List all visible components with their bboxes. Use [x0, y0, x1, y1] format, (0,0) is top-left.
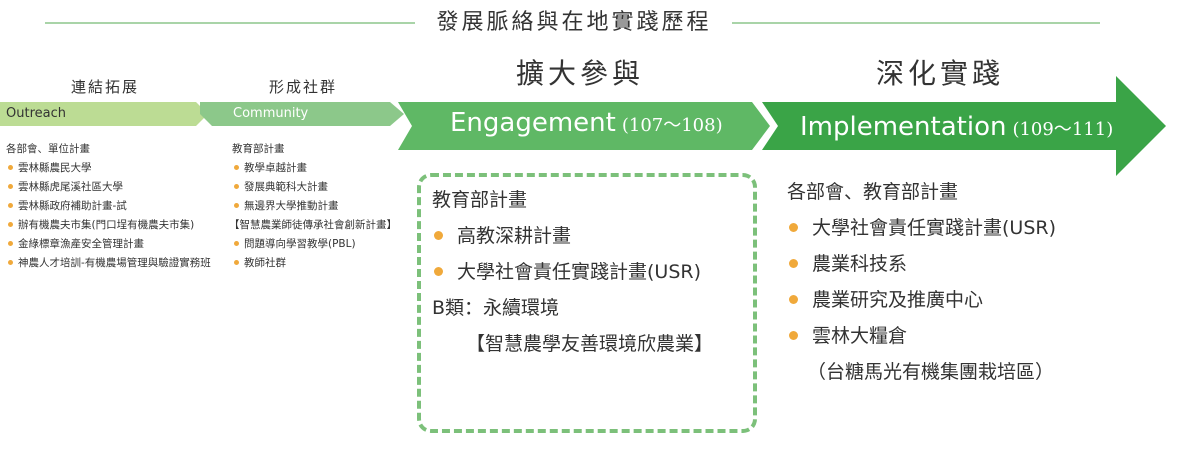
stage-label-community: 形成社群	[268, 78, 337, 96]
list-item: 問題導向學習教學(PBL)	[232, 235, 397, 254]
bullet-icon	[8, 203, 13, 208]
band-label-outreach: Outreach	[6, 106, 66, 121]
list-item: 高教深耕計畫	[432, 218, 713, 254]
engagement-list: 教育部計畫 高教深耕計畫 大學社會責任實踐計畫(USR) B類：永續環境 【智慧…	[432, 182, 713, 362]
engagement-box	[417, 173, 757, 433]
segment-engagement	[398, 102, 770, 150]
bullet-icon	[434, 230, 443, 240]
bullet-icon	[789, 330, 798, 340]
bullet-icon	[8, 241, 13, 246]
bullet-icon	[234, 203, 239, 208]
community-heading: 教育部計畫	[232, 143, 285, 155]
stage-label-outreach: 連結拓展	[70, 78, 139, 96]
bullet-icon	[234, 260, 239, 265]
list-item: 發展典範科大計畫	[232, 178, 397, 197]
implementation-note: （台糖馬光有機集團栽培區）	[807, 361, 1055, 383]
implementation-range: (109～111)	[1012, 119, 1114, 140]
segment-implementation	[762, 76, 1166, 176]
implementation-heading: 各部會、教育部計畫	[787, 181, 959, 203]
list-item: 金綠標章漁產安全管理計畫	[6, 235, 211, 254]
title-rule-left	[45, 22, 415, 24]
bullet-icon	[8, 165, 13, 170]
community-list: 教育部計畫 教學卓越計畫 發展典範科大計畫 無邊界大學推動計畫 【智慧農業師徒傳…	[229, 140, 397, 273]
bullet-icon	[434, 266, 443, 276]
engagement-en: Engagement	[450, 108, 616, 138]
segment-community	[200, 102, 404, 126]
segment-outreach	[0, 102, 208, 126]
bullet-icon	[234, 184, 239, 189]
stage-label-engagement: 擴大參與	[515, 57, 644, 90]
bullet-icon	[234, 165, 239, 170]
list-item: 無邊界大學推動計畫	[232, 197, 397, 216]
outreach-list: 各部會、單位計畫 雲林縣農民大學 雲林縣虎尾溪社區大學 雲林縣政府補助計畫-試 …	[6, 140, 211, 273]
list-item: 雲林縣虎尾溪社區大學	[6, 178, 211, 197]
list-item: 神農人才培訓-有機農場管理與驗證實務班	[6, 254, 211, 273]
list-item: 大學社會責任實踐計畫(USR)	[432, 254, 713, 290]
bullet-icon	[789, 294, 798, 304]
title-rule-right	[732, 22, 1100, 24]
list-item: 雲林大糧倉	[787, 318, 1056, 354]
list-item: 大學社會責任實踐計畫(USR)	[787, 210, 1056, 246]
engagement-category: B類：永續環境	[432, 297, 560, 319]
band-label-community: Community	[233, 106, 309, 121]
implementation-list: 各部會、教育部計畫 大學社會責任實踐計畫(USR) 農業科技系 農業研究及推廣中…	[787, 174, 1056, 390]
list-item: 農業科技系	[787, 246, 1056, 282]
bullet-icon	[789, 222, 798, 232]
engagement-heading: 教育部計畫	[432, 189, 528, 211]
engagement-bracket-title: 【智慧農學友善環境欣農業】	[466, 333, 714, 355]
list-item: 農業研究及推廣中心	[787, 282, 1056, 318]
progress-arrow-band	[0, 76, 1166, 176]
engagement-range: (107～108)	[621, 115, 723, 136]
list-item: 雲林縣政府補助計畫-試	[6, 197, 211, 216]
bullet-icon	[8, 184, 13, 189]
list-item: 教師社群	[232, 254, 397, 273]
band-label-engagement: Engagement(107～108)	[450, 108, 723, 138]
implementation-en: Implementation	[800, 112, 1007, 142]
list-item: 辦有機農夫市集(門口埕有機農夫市集)	[6, 216, 211, 235]
bullet-icon	[8, 260, 13, 265]
list-item: 教學卓越計畫	[232, 159, 397, 178]
outreach-heading: 各部會、單位計畫	[6, 143, 90, 155]
list-item: 雲林縣農民大學	[6, 159, 211, 178]
band-label-implementation: Implementation(109～111)	[800, 112, 1113, 142]
bullet-icon	[8, 222, 13, 227]
bullet-icon	[789, 258, 798, 268]
stage-label-implementation: 深化實踐	[875, 57, 1004, 90]
diagram-title: 發展脈絡與在地實踐歷程	[418, 8, 730, 38]
bullet-icon	[234, 241, 239, 246]
community-bracket-title: 【智慧農業師徒傳承社會創新計畫】	[229, 219, 397, 231]
